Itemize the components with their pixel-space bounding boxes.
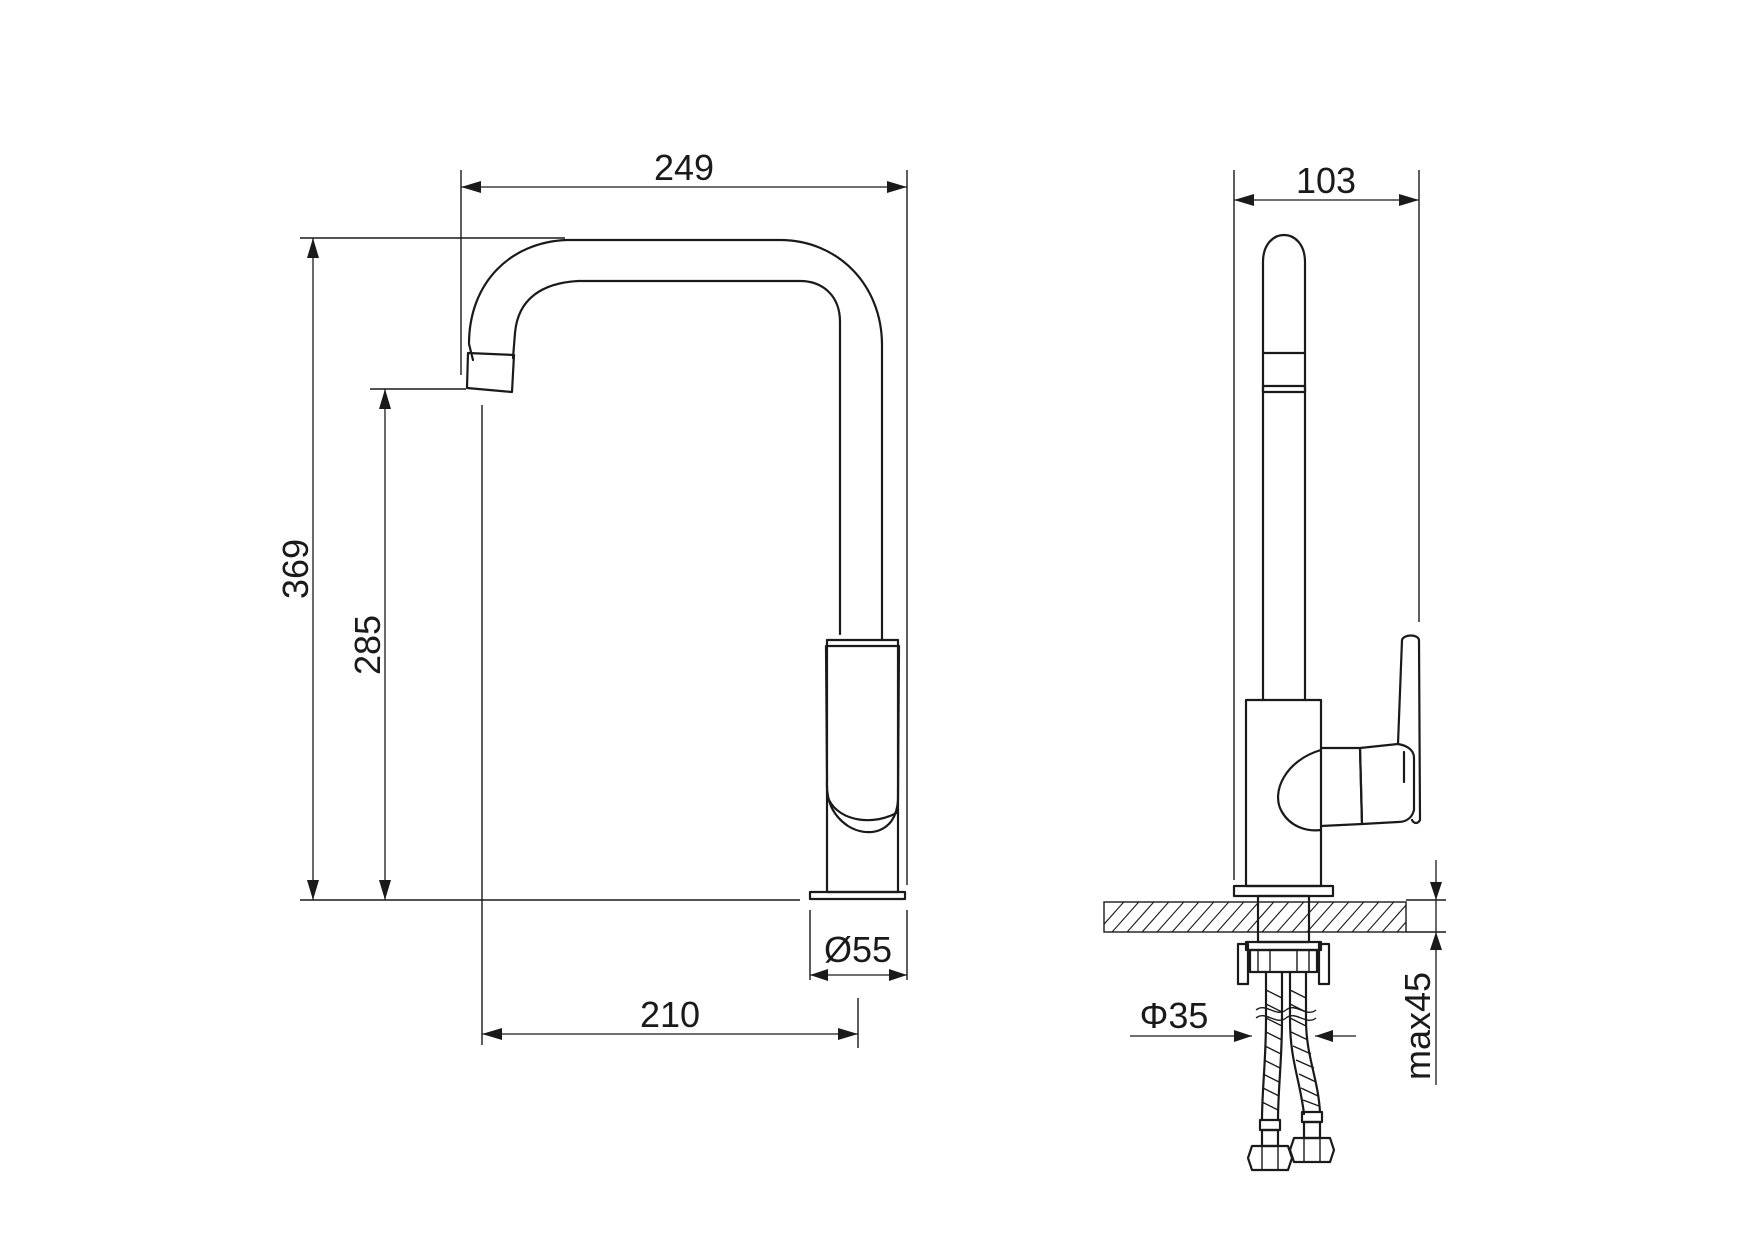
flexible-hoses bbox=[1255, 970, 1322, 1122]
front-view: 249 369 285 Ø55 210 bbox=[275, 147, 908, 1048]
lever-knob bbox=[1358, 742, 1416, 826]
spout-outer-contour bbox=[467, 238, 884, 642]
dim-103-label: 103 bbox=[1296, 160, 1356, 201]
lever-arm bbox=[1396, 634, 1422, 825]
fixing-washer bbox=[1244, 940, 1323, 952]
lever-underside bbox=[827, 798, 900, 822]
side-mixer-body bbox=[1244, 698, 1323, 888]
fixing-nut bbox=[1248, 948, 1319, 974]
lever-neck bbox=[1319, 746, 1364, 828]
side-view: 103 Φ35 max45 bbox=[1103, 160, 1446, 1172]
dim-249-label: 249 bbox=[654, 147, 714, 188]
mounting-shank bbox=[1256, 894, 1311, 944]
aerator bbox=[465, 351, 516, 394]
base-flange bbox=[808, 890, 907, 901]
spout-inner-contour bbox=[511, 279, 842, 636]
dim-369-label: 369 bbox=[275, 539, 316, 599]
dim-phi-35-label: Φ35 bbox=[1140, 995, 1209, 1036]
dim-max45-label: max45 bbox=[1397, 972, 1438, 1080]
dim-285-label: 285 bbox=[347, 615, 388, 675]
dim-210-label: 210 bbox=[640, 994, 700, 1035]
lever-handle bbox=[824, 644, 901, 834]
side-spout bbox=[1261, 234, 1307, 702]
cartridge-dome bbox=[1276, 748, 1323, 832]
mixer-body bbox=[825, 638, 900, 894]
side-base-flange bbox=[1232, 884, 1335, 898]
worktop-deck bbox=[1103, 901, 1407, 933]
side-aerator-band bbox=[1261, 384, 1307, 394]
dim-diameter-55-label: Ø55 bbox=[824, 929, 892, 970]
hose-fittings bbox=[1246, 1110, 1336, 1172]
